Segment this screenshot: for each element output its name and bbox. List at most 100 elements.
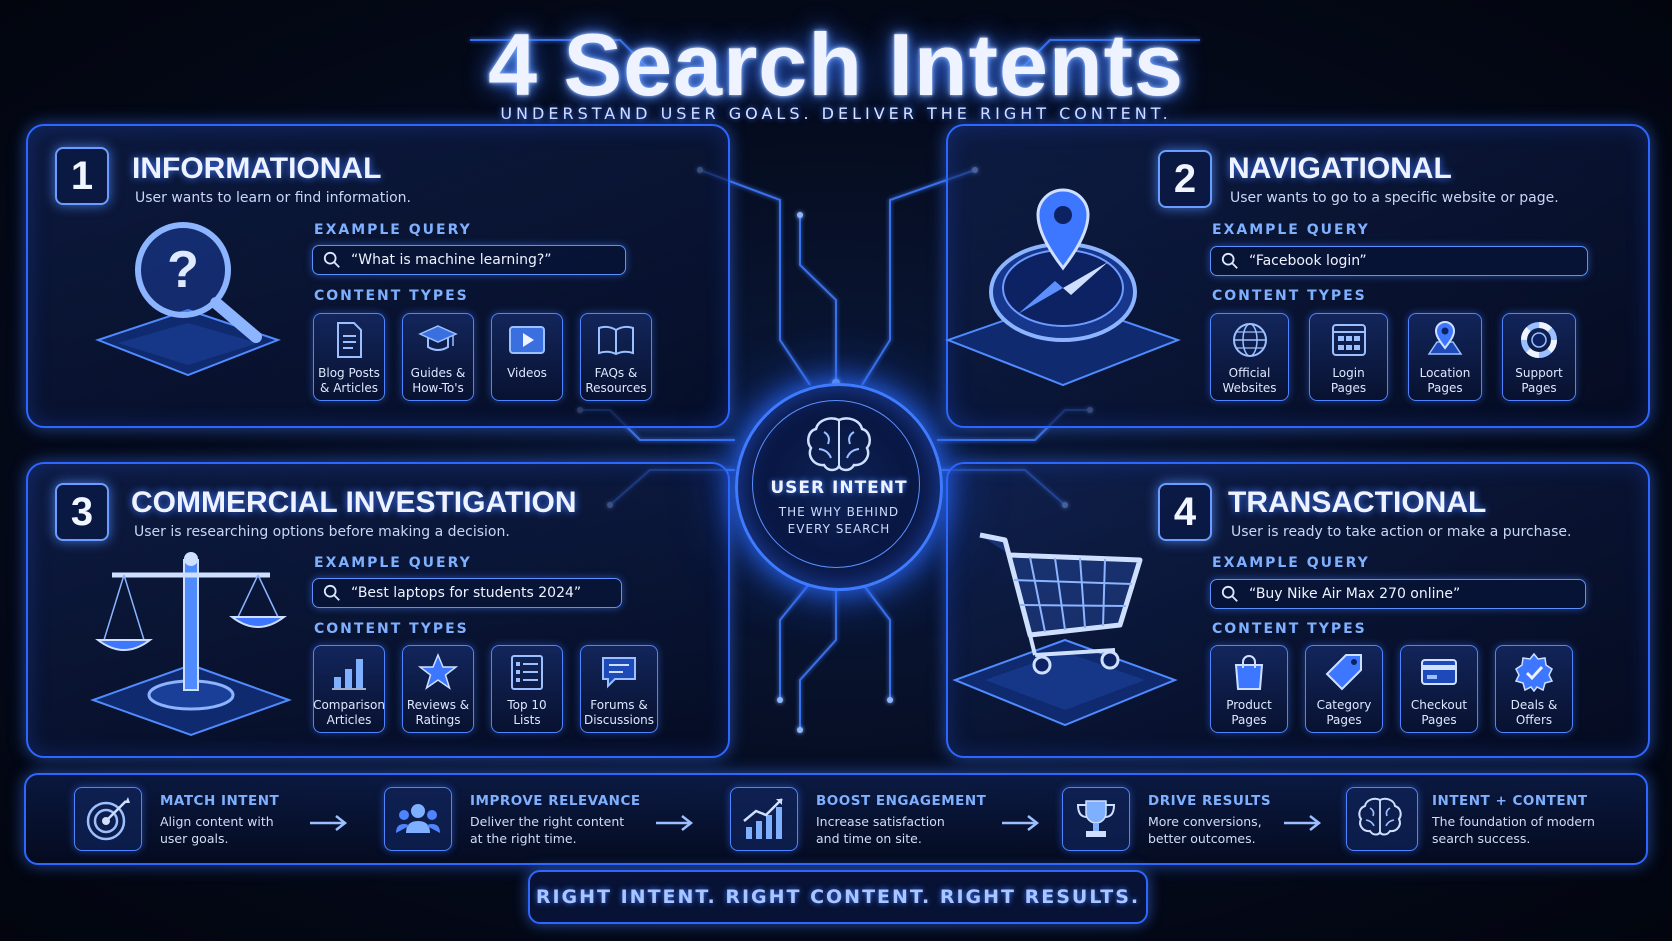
globe-icon <box>1232 323 1267 357</box>
compass-pin-icon <box>945 188 1181 387</box>
badge-check-icon <box>1514 652 1554 692</box>
content-type-tile[interactable]: Videos <box>491 313 563 401</box>
content-type-label: Guides & How-To's <box>410 366 466 395</box>
hub-inner-ring <box>752 400 920 568</box>
users-icon <box>396 804 440 833</box>
content-type-label: Forums & Discussions <box>583 698 655 727</box>
content-type-tile[interactable]: Comparison Articles <box>313 645 385 733</box>
open-book-icon <box>598 325 634 356</box>
panel-number: 4 <box>1158 483 1212 541</box>
trophy-icon <box>1076 800 1116 837</box>
example-query-label: EXAMPLE QUERY <box>314 222 472 238</box>
location-pin-icon <box>1427 321 1463 355</box>
content-type-tile[interactable]: Product Pages <box>1210 645 1288 733</box>
content-type-tile[interactable]: FAQs & Resources <box>580 313 652 401</box>
content-type-label: Reviews & Ratings <box>406 698 470 727</box>
step-description: Align content with user goals. <box>160 814 274 846</box>
query-text: “Buy Nike Air Max 270 online” <box>1249 586 1461 602</box>
content-type-label: Location Pages <box>1419 366 1471 395</box>
content-types-label: CONTENT TYPES <box>1212 621 1367 637</box>
content-types-label: CONTENT TYPES <box>1212 288 1367 304</box>
content-types-list: Blog Posts & Articles Guides & How-To's … <box>313 313 652 401</box>
step-title: BOOST ENGAGEMENT <box>816 793 987 809</box>
content-types-list: Product Pages Category Pages Checkout Pa… <box>1210 645 1573 733</box>
panel-title: COMMERCIAL INVESTIGATION <box>131 486 577 519</box>
step-description: The foundation of modern search success. <box>1432 814 1595 846</box>
content-type-label: Product Pages <box>1226 698 1272 727</box>
content-type-tile[interactable]: Support Pages <box>1502 313 1576 401</box>
step-title: DRIVE RESULTS <box>1148 793 1272 809</box>
step-boost-engagement: BOOST ENGAGEMENT Increase satisfaction a… <box>730 787 1010 851</box>
example-query-label: EXAMPLE QUERY <box>1212 555 1370 571</box>
login-grid-icon <box>1331 324 1366 356</box>
page-subtitle: UNDERSTAND USER GOALS. DELIVER THE RIGHT… <box>500 104 1172 123</box>
lifebuoy-icon <box>1521 322 1557 358</box>
panel-number: 2 <box>1158 150 1212 208</box>
arrow-right-icon <box>656 815 694 831</box>
content-type-label: Login Pages <box>1330 366 1367 395</box>
content-type-tile[interactable]: Category Pages <box>1305 645 1383 733</box>
step-icon-box <box>1346 787 1418 851</box>
query-field[interactable]: “Buy Nike Air Max 270 online” <box>1210 579 1586 609</box>
arrow-right-icon <box>1284 815 1322 831</box>
graduation-cap-icon <box>418 325 458 351</box>
step-description: Increase satisfaction and time on site. <box>816 814 945 846</box>
content-type-label: FAQs & Resources <box>585 366 647 395</box>
query-text: “What is machine learning?” <box>351 252 552 268</box>
content-type-tile[interactable]: Top 10 Lists <box>491 645 563 733</box>
step-match-intent: MATCH INTENT Align content with user goa… <box>74 787 334 851</box>
tag-icon <box>1325 654 1362 691</box>
content-type-tile[interactable]: Login Pages <box>1309 313 1388 401</box>
example-query-label: EXAMPLE QUERY <box>1212 222 1370 238</box>
content-type-tile[interactable]: Blog Posts & Articles <box>313 313 385 401</box>
balance-scale-icon <box>90 552 292 737</box>
search-icon <box>323 584 340 601</box>
content-type-tile[interactable]: Official Websites <box>1210 313 1289 401</box>
magnifier-question-icon: ? <box>95 222 281 377</box>
panel-description: User wants to learn or find information. <box>135 190 411 206</box>
hub-title: USER INTENT <box>770 478 908 498</box>
content-types-list: Comparison Articles Reviews & Ratings To… <box>313 645 658 733</box>
play-icon <box>509 326 545 354</box>
content-type-label: Top 10 Lists <box>507 698 547 727</box>
content-type-tile[interactable]: Reviews & Ratings <box>402 645 474 733</box>
step-icon-box <box>730 787 798 851</box>
step-intent-content: INTENT + CONTENT The foundation of moder… <box>1346 787 1616 851</box>
content-type-label: Support Pages <box>1515 366 1563 395</box>
content-type-label: Blog Posts & Articles <box>318 366 380 395</box>
step-icon-box <box>74 787 142 851</box>
growth-chart-icon <box>743 798 783 839</box>
step-title: INTENT + CONTENT <box>1432 793 1588 809</box>
chat-bubble-icon <box>602 657 636 689</box>
shopping-bag-icon <box>1234 655 1264 690</box>
content-type-tile[interactable]: Deals & Offers <box>1495 645 1573 733</box>
star-icon <box>418 653 458 690</box>
footer-tagline: RIGHT INTENT. RIGHT CONTENT. RIGHT RESUL… <box>528 870 1148 924</box>
list-icon <box>511 655 543 690</box>
query-text: “Best laptops for students 2024” <box>351 585 582 601</box>
panel-number: 3 <box>55 483 109 541</box>
step-description: Deliver the right content at the right t… <box>470 814 625 846</box>
step-drive-results: DRIVE RESULTS More conversions, better o… <box>1062 787 1302 851</box>
content-type-label: Videos <box>507 366 547 380</box>
content-type-tile[interactable]: Forums & Discussions <box>580 645 658 733</box>
example-query-label: EXAMPLE QUERY <box>314 555 472 571</box>
content-type-label: Category Pages <box>1316 698 1372 727</box>
content-type-tile[interactable]: Location Pages <box>1408 313 1482 401</box>
content-type-label: Official Websites <box>1222 366 1277 395</box>
query-field[interactable]: “Facebook login” <box>1210 246 1588 276</box>
search-icon <box>323 251 340 268</box>
brain-icon <box>1358 797 1402 836</box>
content-type-tile[interactable]: Checkout Pages <box>1400 645 1478 733</box>
svg-text:?: ? <box>167 241 199 299</box>
benefits-strip: MATCH INTENT Align content with user goa… <box>24 773 1648 865</box>
query-field[interactable]: “Best laptops for students 2024” <box>312 578 622 608</box>
panel-title: TRANSACTIONAL <box>1228 486 1487 519</box>
step-improve-relevance: IMPROVE RELEVANCE Deliver the right cont… <box>384 787 674 851</box>
query-field[interactable]: “What is machine learning?” <box>312 245 626 275</box>
content-type-label: Comparison Articles <box>313 698 385 727</box>
content-types-label: CONTENT TYPES <box>314 288 469 304</box>
panel-title: INFORMATIONAL <box>132 152 382 185</box>
content-type-tile[interactable]: Guides & How-To's <box>402 313 474 401</box>
document-icon <box>337 322 362 358</box>
